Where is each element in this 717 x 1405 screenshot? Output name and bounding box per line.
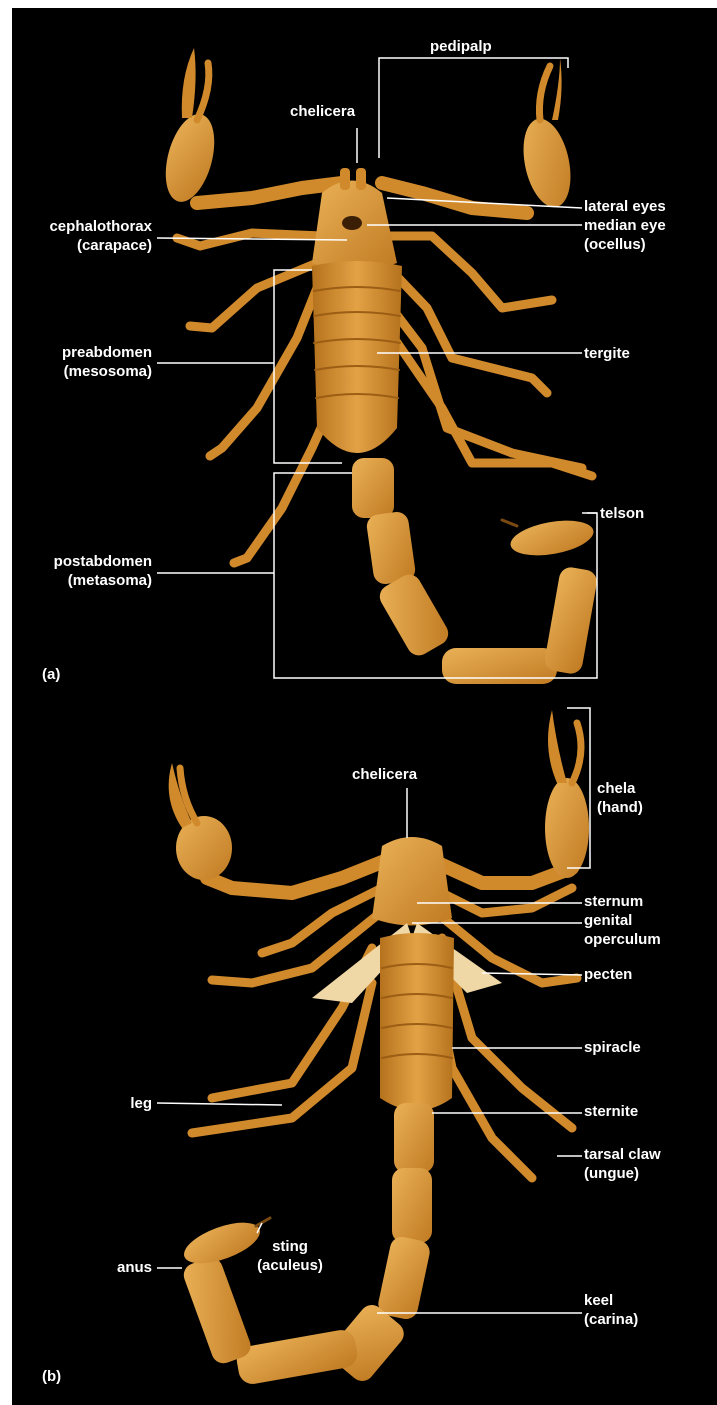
label-ocellus: (ocellus) bbox=[584, 236, 646, 253]
scorpion-anatomy-figure: pedipalp chelicera lateral eyes median e… bbox=[12, 8, 717, 1405]
panel-b-tag: (b) bbox=[42, 1368, 61, 1385]
label-metasoma: (metasoma) bbox=[12, 572, 152, 589]
label-carina: (carina) bbox=[584, 1311, 638, 1328]
label-cephalothorax: cephalothorax bbox=[12, 218, 152, 235]
leaders-b bbox=[157, 708, 590, 1313]
label-lateral-eyes: lateral eyes bbox=[584, 198, 666, 215]
prosoma-b bbox=[372, 837, 452, 926]
label-spiracle: spiracle bbox=[584, 1039, 641, 1056]
legs-right-b bbox=[432, 888, 577, 1178]
scorpion-dorsal-view bbox=[157, 48, 599, 684]
label-median-eye: median eye bbox=[584, 217, 666, 234]
label-leg: leg bbox=[12, 1095, 152, 1112]
label-sternite: sternite bbox=[584, 1103, 638, 1120]
label-mesosoma: (mesosoma) bbox=[12, 363, 152, 380]
label-ungue: (ungue) bbox=[584, 1165, 639, 1182]
legs-right-a bbox=[382, 236, 592, 476]
label-tergite: tergite bbox=[584, 345, 630, 362]
label-genital: genital bbox=[584, 912, 632, 929]
legs-left-b bbox=[192, 888, 382, 1133]
label-pedipalp: pedipalp bbox=[430, 38, 492, 55]
panel-a-tag: (a) bbox=[42, 666, 60, 683]
legs-left-a bbox=[177, 233, 330, 563]
label-carapace: (carapace) bbox=[12, 237, 152, 254]
label-tarsal-claw: tarsal claw bbox=[584, 1146, 661, 1163]
median-eye-mark bbox=[342, 216, 362, 230]
label-chela: chela bbox=[597, 780, 635, 797]
pedipalps-b bbox=[169, 710, 589, 893]
label-hand: (hand) bbox=[597, 799, 643, 816]
label-chelicera-a: chelicera bbox=[290, 103, 355, 120]
mesosoma-b bbox=[380, 933, 454, 1111]
label-telson: telson bbox=[600, 505, 644, 522]
label-sternum: sternum bbox=[584, 893, 643, 910]
label-anus: anus bbox=[12, 1259, 152, 1276]
label-aculeus: (aculeus) bbox=[240, 1257, 340, 1274]
label-sting: sting bbox=[250, 1238, 330, 1255]
label-preabdomen: preabdomen bbox=[12, 344, 152, 361]
label-pecten: pecten bbox=[584, 966, 632, 983]
label-keel: keel bbox=[584, 1292, 613, 1309]
label-postabdomen: postabdomen bbox=[12, 553, 152, 570]
label-operculum: operculum bbox=[584, 931, 661, 948]
metasoma-a bbox=[352, 458, 599, 684]
label-chelicera-b: chelicera bbox=[352, 766, 417, 783]
